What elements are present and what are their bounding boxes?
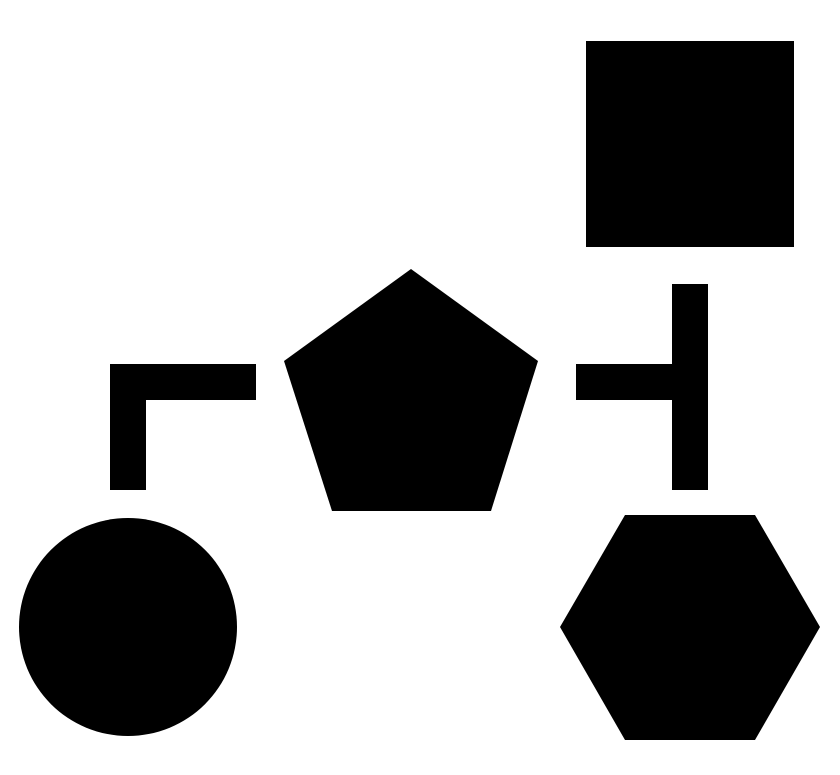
connector-left-vertical [110,364,146,490]
connectors-group [110,284,708,490]
connector-right-vertical [672,284,708,490]
hexagon-shape [560,515,820,740]
square-shape [586,41,794,247]
shapes-group [19,41,820,740]
circle-shape [19,518,237,736]
pentagon-shape [284,269,538,511]
